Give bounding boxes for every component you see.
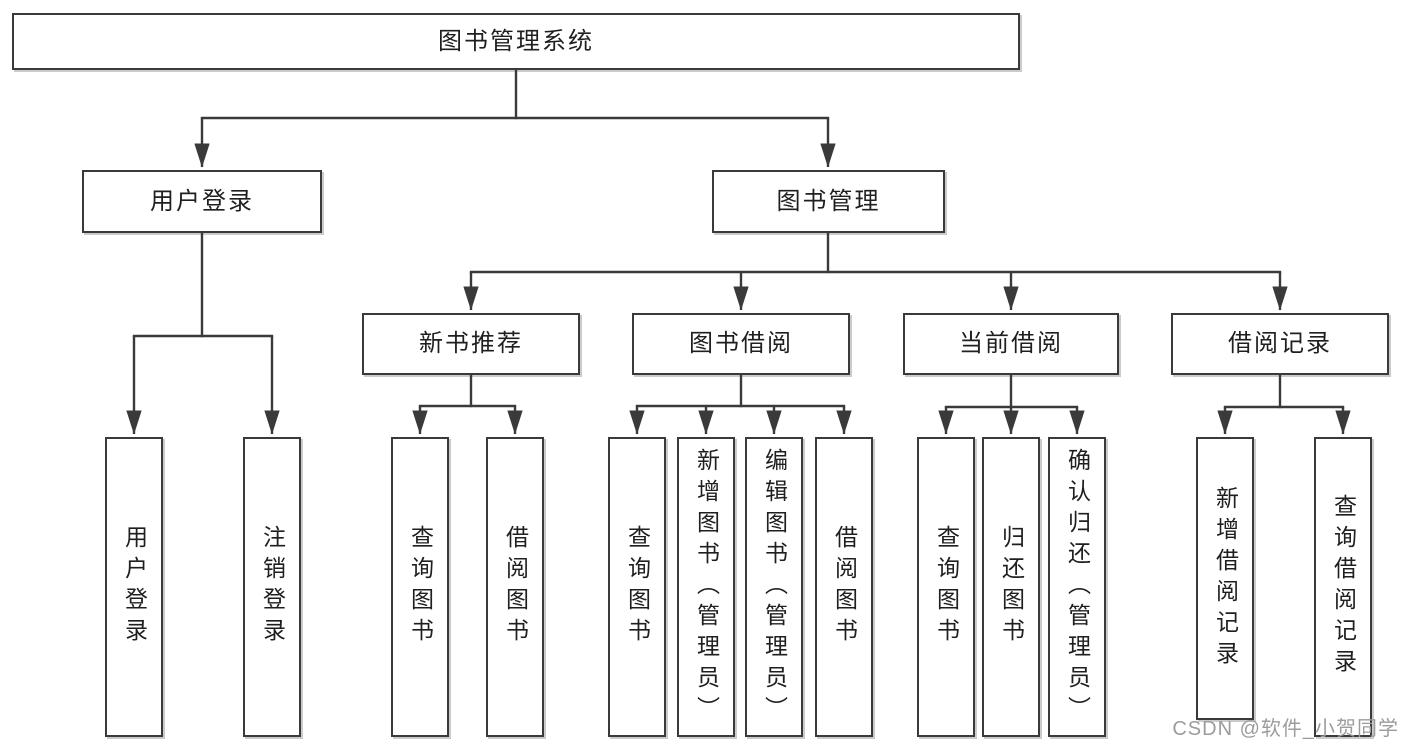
connector-root (194, 68, 836, 168)
node-user-login: 用户登录 (82, 170, 322, 233)
leaf-current-confirm-return-admin: 确认归还（管理员） (1048, 437, 1106, 737)
connector-new-book-recommend (412, 373, 523, 435)
node-user-login-label: 用户登录 (150, 187, 254, 215)
leaf-borrow-query-books: 查询图书 (608, 437, 666, 737)
leaf-recommend-borrow-books: 借阅图书 (486, 437, 544, 737)
node-book-management: 图书管理 (712, 170, 945, 233)
leaf-current-confirm-return-admin-label: 确认归还（管理员） (1064, 447, 1091, 727)
leaf-logout: 注销登录 (243, 437, 301, 737)
leaf-borrow-query-books-label: 查询图书 (624, 525, 651, 649)
connector-user-login (126, 231, 280, 435)
leaf-recommend-query-books-label: 查询图书 (407, 525, 434, 649)
leaf-records-add-record: 新增借阅记录 (1196, 437, 1254, 720)
node-borrow-records: 借阅记录 (1171, 313, 1389, 375)
node-book-borrow: 图书借阅 (632, 313, 850, 375)
leaf-current-return-books-label: 归还图书 (998, 525, 1025, 649)
leaf-current-query-books-label: 查询图书 (933, 525, 960, 649)
node-root-label: 图书管理系统 (438, 27, 594, 55)
connector-current-borrow (938, 373, 1085, 435)
node-book-borrow-label: 图书借阅 (689, 330, 793, 357)
node-borrow-records-label: 借阅记录 (1228, 330, 1332, 357)
leaf-recommend-borrow-books-label: 借阅图书 (502, 525, 529, 649)
leaf-borrow-add-books-admin-label: 新增图书（管理员） (693, 447, 720, 727)
leaf-borrow-borrow-books-label: 借阅图书 (831, 525, 858, 649)
leaf-records-query-record-label: 查询借阅记录 (1330, 494, 1357, 680)
leaf-records-query-record: 查询借阅记录 (1314, 437, 1372, 737)
leaf-user-login-label: 用户登录 (121, 525, 148, 649)
leaf-records-add-record-label: 新增借阅记录 (1212, 485, 1239, 672)
watermark: CSDN @软件_小贺同学 (1172, 718, 1399, 740)
leaf-user-login: 用户登录 (105, 437, 163, 737)
leaf-borrow-edit-books-admin: 编辑图书（管理员） (745, 437, 803, 737)
node-current-borrow-label: 当前借阅 (959, 330, 1063, 357)
leaf-logout-label: 注销登录 (259, 525, 286, 649)
leaf-current-return-books: 归还图书 (982, 437, 1040, 737)
leaf-current-query-books: 查询图书 (917, 437, 975, 737)
leaf-borrow-add-books-admin: 新增图书（管理员） (677, 437, 735, 737)
connector-book-management (463, 231, 1288, 311)
node-new-book-recommend-label: 新书推荐 (419, 330, 523, 357)
leaf-borrow-borrow-books: 借阅图书 (815, 437, 873, 737)
connector-borrow-records (1217, 373, 1351, 435)
node-current-borrow: 当前借阅 (903, 313, 1119, 375)
connector-book-borrow (629, 373, 852, 435)
leaf-recommend-query-books: 查询图书 (391, 437, 449, 737)
node-book-management-label: 图书管理 (776, 187, 881, 215)
leaf-borrow-edit-books-admin-label: 编辑图书（管理员） (761, 447, 788, 727)
node-new-book-recommend: 新书推荐 (362, 313, 580, 375)
node-root: 图书管理系统 (12, 13, 1020, 70)
